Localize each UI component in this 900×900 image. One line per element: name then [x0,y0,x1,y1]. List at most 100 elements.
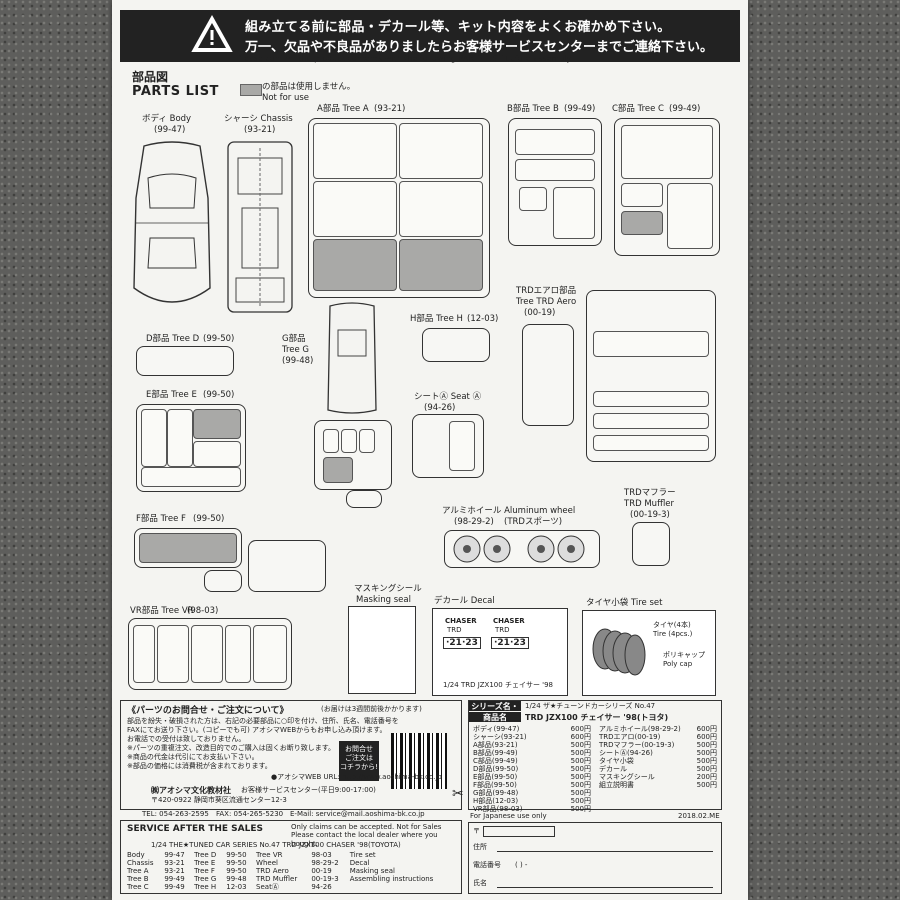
tree-g-part-unused [323,457,353,483]
muffler-label: TRDマフラー [624,488,676,498]
banner-line-2: 万一、欠品や不良品がありましたらお客様サービスセンターまでご連絡下さい。 [245,40,714,55]
tree-g-part [359,429,375,453]
tire-set-label: タイヤ小袋 Tire set [586,598,663,608]
table-cell: 600円 [696,733,717,741]
aero-part [593,391,709,407]
tire-stack-drawing [592,628,646,676]
tree-e-label: E部品 Tree E [146,390,197,400]
tree-f-label: F部品 Tree F [136,514,186,524]
service-body-2: FAXにてお送り下さい。(コピーでも可) アオシマWEBからもお申し込み頂けます… [127,726,387,734]
decal-label: デカール Decal [434,596,495,606]
name-input[interactable] [497,887,713,888]
decal-note: 1/24 TRD JZX100 チェイサー '98 [443,681,553,689]
table-cell: 500円 [570,749,591,757]
tree-c-frame [614,118,720,256]
inquiry-badge: お問合せ ご注文は コチラから! [339,741,379,781]
form-date: 2018.02.ME [678,812,720,820]
interior-tub-drawing [327,302,377,414]
table-cell: 500円 [696,741,717,749]
tire-jp: タイヤ(4本) [653,621,691,629]
table-cell: 99-50 [226,859,247,867]
not-used-swatch [240,84,262,96]
service-body-3: お電話での受付は致しておりません。 [127,735,246,743]
table-cell: シートⒶ(94-26) [599,749,653,757]
tree-f-part-unused [139,533,237,563]
warning-triangle-icon [191,14,233,52]
table-cell: Wheel [256,859,278,867]
phone-label: 電話番号 [473,861,501,869]
table-cell: VR部品(98-03) [473,805,523,813]
table-cell: 12-03 [226,883,247,891]
tree-a-part [399,181,483,237]
tree-b-code: (99-49) [564,104,596,114]
tree-g-part [323,429,339,453]
table-cell: Tree F [194,867,215,875]
service-box: 《パーツのお問合せ・ご注文について》 (お届けは3週間前後かかります) 部品を紛… [120,700,462,810]
address-label: 住所 [473,843,487,851]
badge-line-3: コチラから! [340,763,378,771]
order-item-row: アルミホイール(98-29-2)600円 [597,725,719,733]
not-used-jp: の部品は使用しません。 [262,82,356,92]
tree-a-label: A部品 Tree A [317,104,369,114]
tree-c-code: (99-49) [669,104,701,114]
service-address: 〒420-0922 静岡市葵区流通センター12-3 [151,796,287,804]
table-cell: 500円 [696,749,717,757]
japan-only: For Japanese use only [470,812,547,820]
aero-code: (00-19) [524,308,556,318]
table-cell: 600円 [570,725,591,733]
tree-a-part [313,123,397,179]
table-cell: 99-47 [164,851,185,859]
table-cell: 98-29-2 [311,859,339,867]
table-cell: 00-19-3 [311,875,339,883]
table-cell: Body [127,851,145,859]
service-web[interactable]: ●アオシマWEB URL: http://www.aoshima-bk.co.j… [271,773,442,781]
chassis-label: シャーシ Chassis [224,114,293,124]
tree-c-label: C部品 Tree C [612,104,664,114]
table-cell: TRD Aero [256,867,289,875]
order-form: シリーズ名・番号 1/24 ザ★チューンドカーシリーズ No.47 商品名 TR… [468,700,722,813]
tree-e-part-unused [193,409,241,439]
service-body-4: ※パーツの重複注文、改造目的でのご購入は固くお断り致します。 [127,744,336,752]
order-item-row: D部品(99-50)500円 [471,765,593,773]
service-fax: FAX: 054-265-5230 [216,810,284,818]
table-cell: 500円 [570,781,591,789]
name-label: 氏名 [473,879,487,887]
service-tel: TEL: 054-263-2595 [142,810,209,818]
order-item-row: C部品(99-49)500円 [471,757,593,765]
tree-a-part [399,123,483,179]
order-item-row: A部品(93-21)500円 [471,741,593,749]
parts-list-title-jp: 部品図 [132,70,169,84]
tree-b-part [515,129,595,155]
badge-line-1: お問合せ [345,745,373,753]
table-cell: 93-21 [164,859,185,867]
tree-g-small-frame [346,490,382,508]
tree-d-code: (99-50) [203,334,235,344]
tree-b-part [553,187,595,239]
table-cell: 500円 [570,741,591,749]
postal-input[interactable] [483,826,555,837]
chassis-code: (93-21) [244,125,276,135]
service-title: 《パーツのお問合せ・ご注文について》 [127,706,289,716]
decal-trd-2: TRD [495,626,510,634]
table-cell: C部品(99-49) [473,757,518,765]
muffler-code: (00-19-3) [630,510,670,520]
tree-vr-part [225,625,251,683]
chassis-drawing [227,141,293,313]
order-item-row: E部品(99-50)500円 [471,773,593,781]
tree-e-part [141,409,167,467]
table-cell: 組立説明書 [599,781,634,789]
table-cell: 500円 [570,765,591,773]
service-company: ㈱アオシマ文化教材社 [151,786,231,795]
tree-vr-code: (98-03) [187,606,219,616]
tree-vr-part [191,625,223,683]
product-value: TRD JZX100 チェイサー '98(トヨタ) [525,713,669,722]
badge-line-2: ご注文は [345,754,373,762]
tire-en: Tire (4pcs.) [653,630,693,638]
address-input[interactable] [497,851,713,852]
tree-d-label: D部品 Tree D [146,334,200,344]
phone-input[interactable]: ( ) - [515,861,528,869]
qr-code[interactable] [391,733,447,789]
